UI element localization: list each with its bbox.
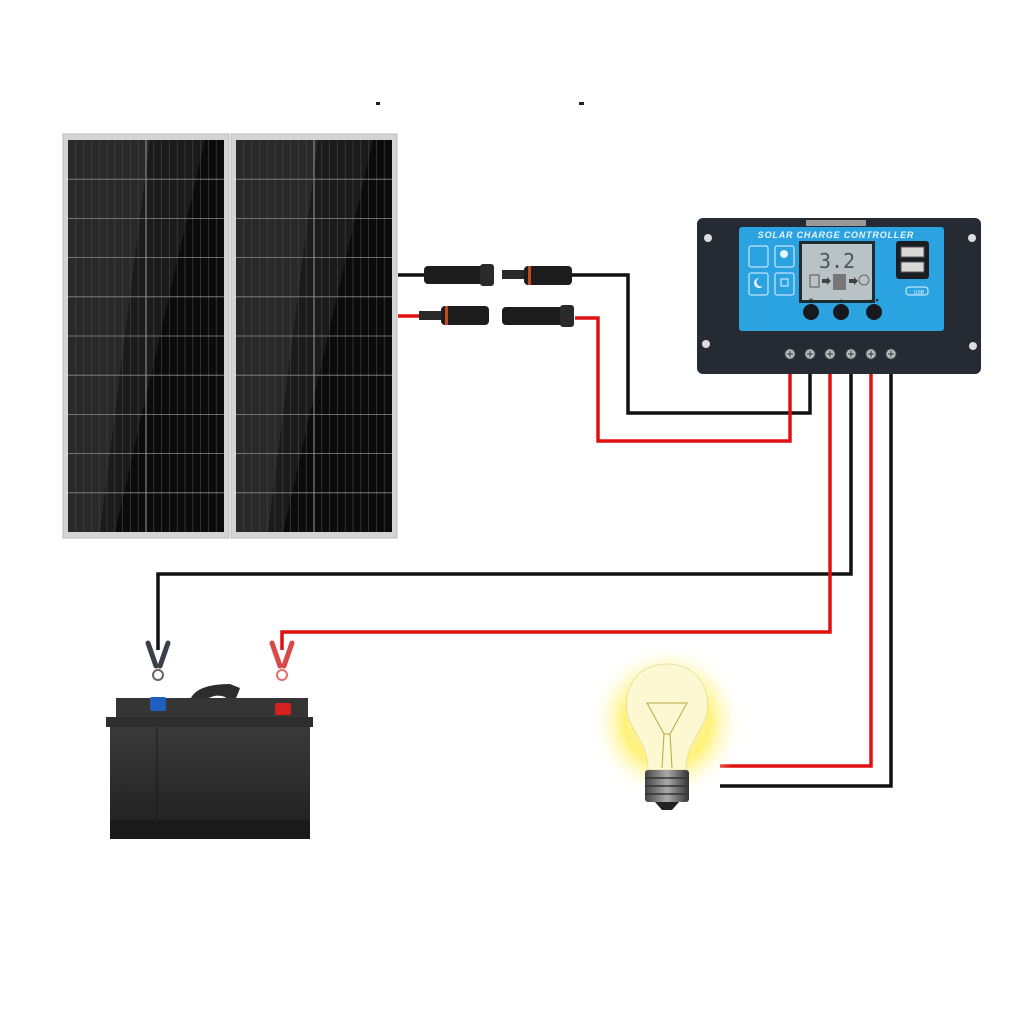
menu-button[interactable] — [803, 304, 819, 320]
mode-icons — [748, 245, 795, 296]
chip-icon — [780, 278, 789, 287]
timer-icon — [748, 272, 769, 296]
arrow-right-icon — [849, 277, 858, 285]
controller-buttons: ▣ △ ▲/▼ — [803, 298, 882, 320]
menu-button-label: ▣ — [809, 298, 814, 304]
mc4-female-connector — [424, 264, 494, 286]
settable-voltage-icon — [774, 245, 795, 268]
mc4-male-connector — [502, 266, 572, 285]
arrow-right-icon — [822, 277, 831, 285]
lcd-display: 3.2 — [799, 241, 875, 303]
usb-badge: USB — [914, 290, 925, 296]
panel-cell-grid — [68, 140, 224, 532]
solar-panel-icon — [809, 274, 820, 288]
down-button-label: △ — [839, 298, 843, 304]
usb-ports: USB — [896, 241, 929, 296]
terminal-block — [784, 348, 897, 360]
usb-icon — [905, 286, 929, 296]
battery-positive-terminal — [275, 703, 291, 715]
battery-clip-negative — [145, 640, 171, 681]
stray-mark — [376, 102, 380, 105]
solar-panel-left — [62, 133, 230, 539]
wires — [156, 273, 893, 788]
down-button[interactable] — [833, 304, 849, 320]
wire-load-positive — [720, 360, 873, 768]
screw-icon — [807, 351, 813, 357]
solar-panel-right — [230, 133, 398, 539]
wire-load-negative — [720, 360, 893, 788]
wire-battery-positive — [280, 360, 832, 650]
wire-pv-positive — [575, 316, 792, 443]
mcu-control-icon — [774, 272, 795, 296]
solar-panel-array — [62, 133, 398, 539]
screw-icon — [827, 351, 833, 357]
wire-battery-negative — [156, 360, 853, 650]
screw-icon — [868, 351, 874, 357]
battery-clip-positive — [269, 640, 295, 681]
battery-icon — [833, 274, 846, 290]
controller-title: SOLAR CHARGE CONTROLLER — [758, 230, 914, 240]
controller-label-strip — [806, 220, 866, 226]
panel-cell-grid — [236, 140, 392, 532]
screw-icon — [848, 351, 854, 357]
wire-pv-negative — [570, 273, 812, 415]
screw-icon — [787, 351, 793, 357]
usb-port[interactable] — [900, 261, 925, 273]
up-button-label: ▲/▼ — [868, 298, 879, 304]
battery-negative-terminal — [150, 697, 166, 711]
bulb-icon — [858, 274, 870, 286]
stray-mark — [579, 102, 584, 105]
light-bulb — [589, 644, 745, 810]
gear-icon — [780, 250, 788, 258]
mount-hole — [702, 340, 710, 348]
charge-controller: SOLAR CHARGE CONTROLLER 3.2 ▣ △ — [697, 218, 981, 374]
up-button[interactable] — [866, 304, 882, 320]
mount-hole — [968, 234, 976, 242]
moon-icon — [754, 278, 763, 288]
screw-icon — [888, 351, 894, 357]
mount-hole — [969, 342, 977, 350]
battery — [106, 684, 313, 839]
usb-port[interactable] — [900, 246, 925, 258]
mc4-male-connector — [419, 306, 489, 325]
lcd-value: 3.2 — [819, 249, 855, 273]
mc4-connectors — [419, 264, 574, 327]
mount-hole — [704, 234, 712, 242]
lithium-battery-icon — [748, 245, 769, 268]
mc4-female-connector — [502, 305, 574, 327]
